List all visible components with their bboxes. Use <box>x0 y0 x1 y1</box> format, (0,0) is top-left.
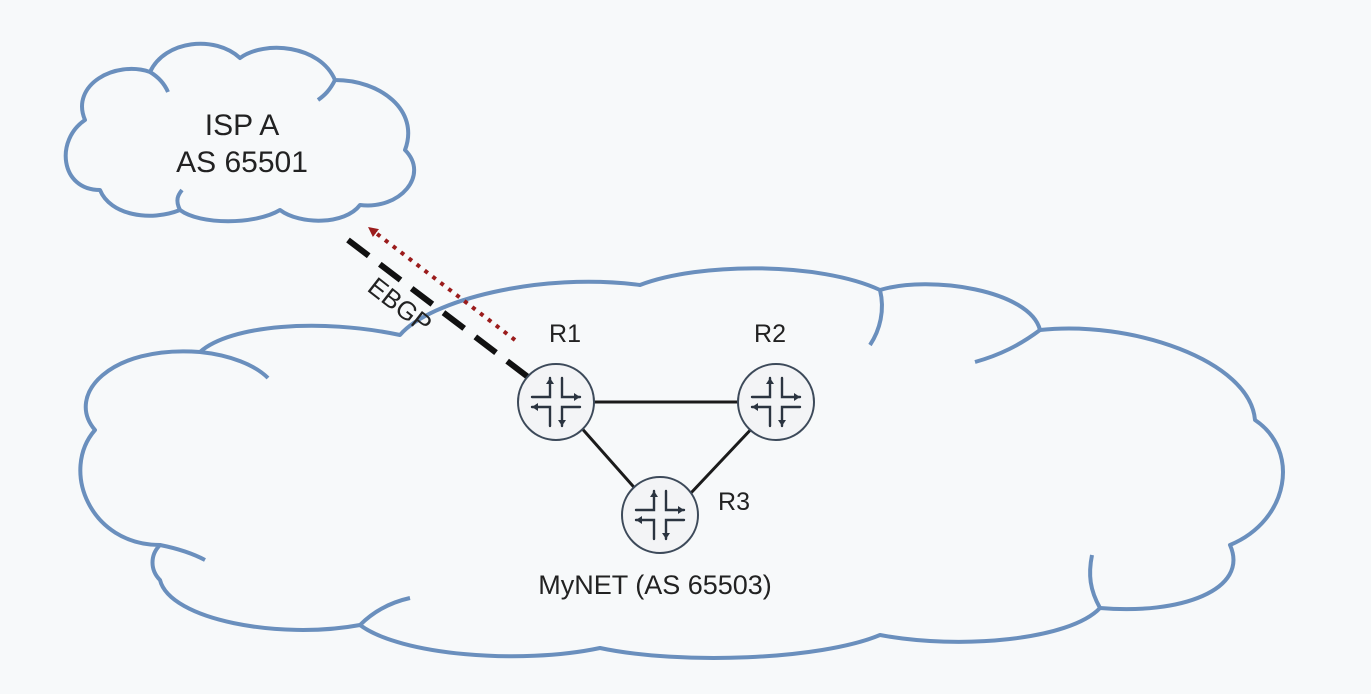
router-icon <box>736 362 816 442</box>
router-r2-label: R2 <box>754 320 786 348</box>
ebgp-session[interactable]: EBGP <box>346 226 530 380</box>
router-r3-label: R3 <box>718 488 750 516</box>
link-r1-r3 <box>576 423 642 495</box>
isp-a-as-number: AS 65501 <box>176 146 308 179</box>
mynet-cloud: MyNET (AS 65503) <box>78 266 1285 660</box>
isp-a-cloud: ISP A AS 65501 <box>63 41 417 224</box>
mynet-as-label: MyNET (AS 65503) <box>538 570 772 600</box>
router-r1[interactable] <box>516 362 596 442</box>
router-r3[interactable] <box>620 475 700 555</box>
router-r1-label: R1 <box>549 320 581 348</box>
isp-a-name: ISP A <box>205 109 280 142</box>
route-advertisement-arrow <box>368 226 517 342</box>
router-icon <box>620 475 700 555</box>
router-r2[interactable] <box>736 362 816 442</box>
router-icon <box>516 362 596 442</box>
link-r2-r3 <box>688 422 758 496</box>
